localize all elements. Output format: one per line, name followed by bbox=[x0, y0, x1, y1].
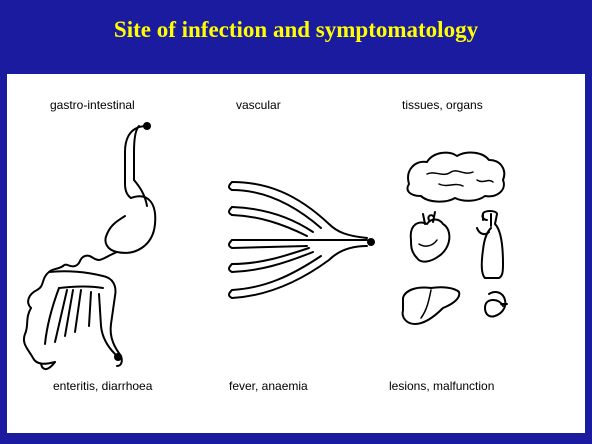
digestive-tract-drawing bbox=[24, 123, 155, 369]
organs-drawing bbox=[403, 153, 507, 324]
brain-shape bbox=[408, 153, 505, 202]
blood-vessels-drawing bbox=[229, 182, 374, 298]
slide-title: Site of infection and symptomatology bbox=[0, 0, 592, 60]
diagram-illustrations bbox=[7, 74, 585, 433]
lungs-shape bbox=[482, 211, 503, 278]
diagram-panel: gastro-intestinal vascular tissues, orga… bbox=[7, 74, 585, 433]
heart-shape bbox=[411, 220, 450, 262]
